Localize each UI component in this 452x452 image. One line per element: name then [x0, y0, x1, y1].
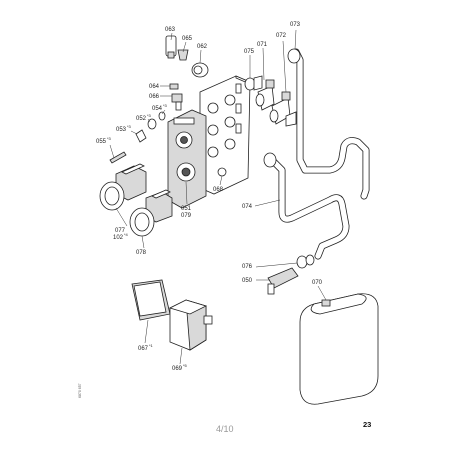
callout-067: 067: [138, 346, 149, 352]
callout-053: 053: [116, 127, 127, 133]
callout-066: 066: [149, 94, 160, 100]
fitting-066: [171, 93, 183, 111]
cap-062: [191, 62, 209, 78]
callout-067-sup: *1: [149, 343, 154, 348]
callout-068: 068: [213, 187, 224, 193]
pump-077: [99, 163, 147, 211]
callout-051: 051: [181, 206, 192, 212]
callout-054: 054: [152, 106, 163, 112]
callout-078: 078: [136, 250, 147, 256]
valve-075: [244, 75, 263, 91]
callout-069: 069: [172, 366, 183, 372]
callout-054-sup: *3: [163, 103, 168, 108]
expansion-vessel-070: [299, 293, 379, 405]
callout-052: 052: [136, 116, 147, 122]
pin-055: [109, 151, 127, 164]
callout-076: 076: [242, 264, 253, 270]
hydraulic-block-051: [167, 109, 207, 209]
fitting-076: [296, 254, 315, 269]
air-vent-063: [165, 35, 177, 59]
callout-074: 074: [242, 204, 253, 210]
valve-072: [269, 91, 297, 127]
callout-070: 070: [312, 280, 323, 286]
page-number: 4/10: [216, 424, 234, 434]
callout-050: 050: [242, 278, 253, 284]
callout-075: 075: [244, 49, 255, 55]
callout-079: 079: [181, 213, 192, 219]
fitting-064: [169, 83, 179, 90]
coupling-073-top: [287, 48, 301, 64]
filter-067: [131, 279, 171, 321]
callout-065: 065: [182, 36, 193, 42]
control-box-069: [168, 299, 213, 351]
plug-065: [177, 49, 189, 61]
callout-063: 063: [165, 27, 176, 33]
callout-073: 073: [290, 22, 301, 28]
back-plate-068: [199, 75, 251, 195]
oring-054: [158, 111, 166, 121]
callout-102: 102: [113, 235, 124, 241]
document-code: 6870 657: [78, 383, 82, 398]
callout-labels: 063 065 062 064 066 054 *3 052 *3 053 *3…: [96, 22, 323, 372]
coupling-074-top: [263, 152, 277, 168]
leader-lines: [109, 29, 327, 365]
pipe-073: [292, 48, 370, 200]
callout-071: 071: [257, 42, 268, 48]
callout-053-sup: *3: [127, 124, 132, 129]
sheet-number: 23: [363, 420, 372, 429]
pipe-074: [268, 156, 350, 260]
callout-069-sup: *5: [183, 363, 188, 368]
callout-055: 055: [96, 139, 107, 145]
clip-053: [135, 129, 147, 143]
callout-077: 077: [115, 228, 126, 234]
callout-062: 062: [197, 44, 208, 50]
seal-052: [147, 118, 157, 130]
valve-050: [267, 267, 299, 295]
callout-052-sup: *3: [147, 113, 152, 118]
pump-078: [129, 189, 173, 237]
valve-071: [255, 79, 275, 111]
callout-072: 072: [276, 33, 287, 39]
callout-102-sup: *4: [124, 232, 129, 237]
callout-055-sup: *3: [107, 136, 112, 141]
callout-064: 064: [149, 84, 160, 90]
